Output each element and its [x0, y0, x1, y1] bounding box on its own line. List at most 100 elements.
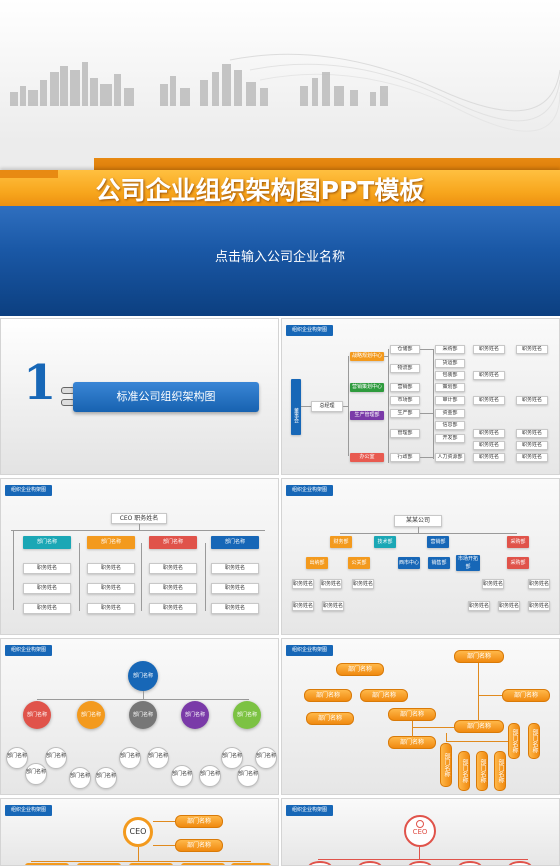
dept-pill-vertical: 部门名称 [440, 743, 452, 787]
title-band-step [0, 170, 58, 178]
staff-box: 职务姓名 [516, 429, 548, 438]
slide-3-thumbnail[interactable]: 组织企业构架图 CEO 职务姓名 部门名称 部门名称 部门名称 部门名称 职务姓… [0, 478, 279, 635]
slide-6-thumbnail[interactable]: 组织企业构架图 部门名称 部门名称 部门名称 部门名称 部门名称 部门名称 部门… [281, 638, 560, 795]
board-box: 董事会 [291, 379, 301, 435]
staff-box: 职务姓名 [211, 563, 259, 574]
dept-pill-vertical: 部门名称 [508, 723, 520, 759]
dept-circle-partial [358, 861, 382, 865]
slide-4-thumbnail[interactable]: 组织企业构架图 某某公司 财务部 技术部 营销部 采购部 出纳部 公关部 西市中… [281, 478, 560, 635]
dept-circle: 部门名称 [181, 701, 209, 729]
sub-dept-box: 策划部 [435, 383, 465, 392]
staff-box: 职务姓名 [473, 345, 505, 354]
staff-box: 职务姓名 [87, 603, 135, 614]
title-band [0, 170, 560, 212]
dept-circle: 部门名称 [77, 701, 105, 729]
dept-pill-partial [77, 863, 121, 865]
dept-pill: 部门名称 [175, 815, 223, 828]
leaf-circle: 部门名称 [221, 747, 243, 769]
staff-box: 职务姓名 [149, 563, 197, 574]
staff-box: 职务姓名 [473, 453, 505, 462]
dept-pill-vertical: 部门名称 [476, 751, 488, 791]
staff-box: 职务姓名 [292, 601, 314, 611]
dept-pill-vertical: 部门名称 [528, 723, 540, 759]
leaf-circle: 部门名称 [25, 763, 47, 785]
leaf-circle: 部门名称 [69, 767, 91, 789]
staff-box: 职务姓名 [528, 601, 550, 611]
ceo-circle: CEO [123, 817, 153, 847]
leaf-circle: 部门名称 [147, 747, 169, 769]
dept-box: 管理部 [390, 429, 420, 438]
cover-subtitle[interactable]: 点击输入公司企业名称 [214, 250, 345, 265]
dept-circle-partial [308, 861, 332, 865]
slide-tag: 组织企业构架图 [286, 325, 334, 336]
user-icon [416, 820, 424, 828]
level2-box: 采购部 [507, 557, 529, 569]
dept-box: 仓储部 [390, 345, 420, 354]
company-box: 某某公司 [394, 515, 442, 527]
cover-slide: 公司企业组织架构图PPT模板 点击输入公司企业名称 [0, 0, 560, 316]
dept-pill: 部门名称 [388, 708, 436, 721]
dept-box: 部门名称 [23, 536, 71, 549]
staff-box: 职务姓名 [211, 583, 259, 594]
staff-box: 职务姓名 [516, 441, 548, 450]
leaf-circle: 部门名称 [6, 747, 28, 769]
dept-box: 部门名称 [149, 536, 197, 549]
sub-dept-box: 资金部 [435, 409, 465, 418]
section-title-box[interactable]: 标准公司组织架构图 [73, 382, 259, 412]
dept-box: 部门名称 [87, 536, 135, 549]
sub-dept-box: 采购部 [435, 345, 465, 354]
dept-pill: 部门名称 [175, 839, 223, 852]
dept-box: 营销部 [390, 383, 420, 392]
cover-title: 公司企业组织架构图PPT模板 [95, 176, 425, 205]
level2b-box: 销售部 [428, 557, 450, 569]
dept-circle-partial [508, 861, 532, 865]
staff-box: 职务姓名 [320, 579, 342, 589]
slide-tag: 组织企业构架图 [286, 485, 334, 496]
staff-box: 职务姓名 [473, 371, 505, 380]
staff-box: 职务姓名 [87, 583, 135, 594]
staff-box: 职务姓名 [498, 601, 520, 611]
level1-box: 财务部 [330, 536, 352, 548]
staff-box: 职务姓名 [473, 396, 505, 405]
gm-box: 总经理 [311, 401, 343, 412]
dept-box: 市场部 [390, 396, 420, 405]
skyline-graphic [10, 53, 560, 132]
level2-box: 出纳部 [306, 557, 328, 569]
level2-box: 市场开拓部 [456, 555, 480, 571]
dept-circle: 部门名称 [129, 701, 157, 729]
center-box: 战略规划中心 [350, 352, 384, 361]
staff-box: 职务姓名 [528, 579, 550, 589]
staff-box: 职务姓名 [468, 601, 490, 611]
staff-box: 职务姓名 [87, 563, 135, 574]
center-box: 办公室 [350, 453, 384, 462]
leaf-circle: 部门名称 [237, 765, 259, 787]
leaf-circle: 部门名称 [95, 767, 117, 789]
staff-box: 职务姓名 [149, 583, 197, 594]
staff-box: 职务姓名 [149, 603, 197, 614]
dept-pill: 部门名称 [454, 650, 504, 663]
root-circle: 部门名称 [128, 661, 158, 691]
dept-circle-partial [408, 861, 432, 865]
staff-box: 职务姓名 [352, 579, 374, 589]
sub-dept-box: 审计部 [435, 396, 465, 405]
staff-box: 职务姓名 [23, 583, 71, 594]
dept-box: 部门名称 [211, 536, 259, 549]
dept-circle: 部门名称 [233, 701, 261, 729]
dept-pill: 部门名称 [388, 736, 436, 749]
staff-box: 职务姓名 [482, 579, 504, 589]
sub-dept-box: 开发部 [435, 434, 465, 443]
sub-dept-box: 货运部 [435, 359, 465, 368]
dept-circle: 部门名称 [23, 701, 51, 729]
slide-tag: 组织企业构架图 [5, 805, 53, 816]
dept-pill-vertical: 部门名称 [458, 751, 470, 791]
staff-box: 职务姓名 [516, 453, 548, 462]
dept-pill: 部门名称 [502, 689, 550, 702]
level1-box: 技术部 [374, 536, 396, 548]
sub-dept-box: 信息部 [435, 421, 465, 430]
slide-1-thumbnail[interactable]: 1 标准公司组织架构图 [0, 318, 279, 475]
slide-5-thumbnail[interactable]: 组织企业构架图 部门名称 部门名称 部门名称 部门名称 部门名称 部门名称 部门… [0, 638, 279, 795]
slide-7-thumbnail[interactable]: 组织企业构架图 CEO 部门名称 部门名称 [0, 798, 279, 866]
slide-2-thumbnail[interactable]: 组织企业构架图 董事会 总经理 战略规划中心 营销策划中心 生产管理部 办公室 … [281, 318, 560, 475]
level1-box: 营销部 [427, 536, 449, 548]
slide-8-thumbnail[interactable]: 组织企业构架图 CEO [281, 798, 560, 866]
